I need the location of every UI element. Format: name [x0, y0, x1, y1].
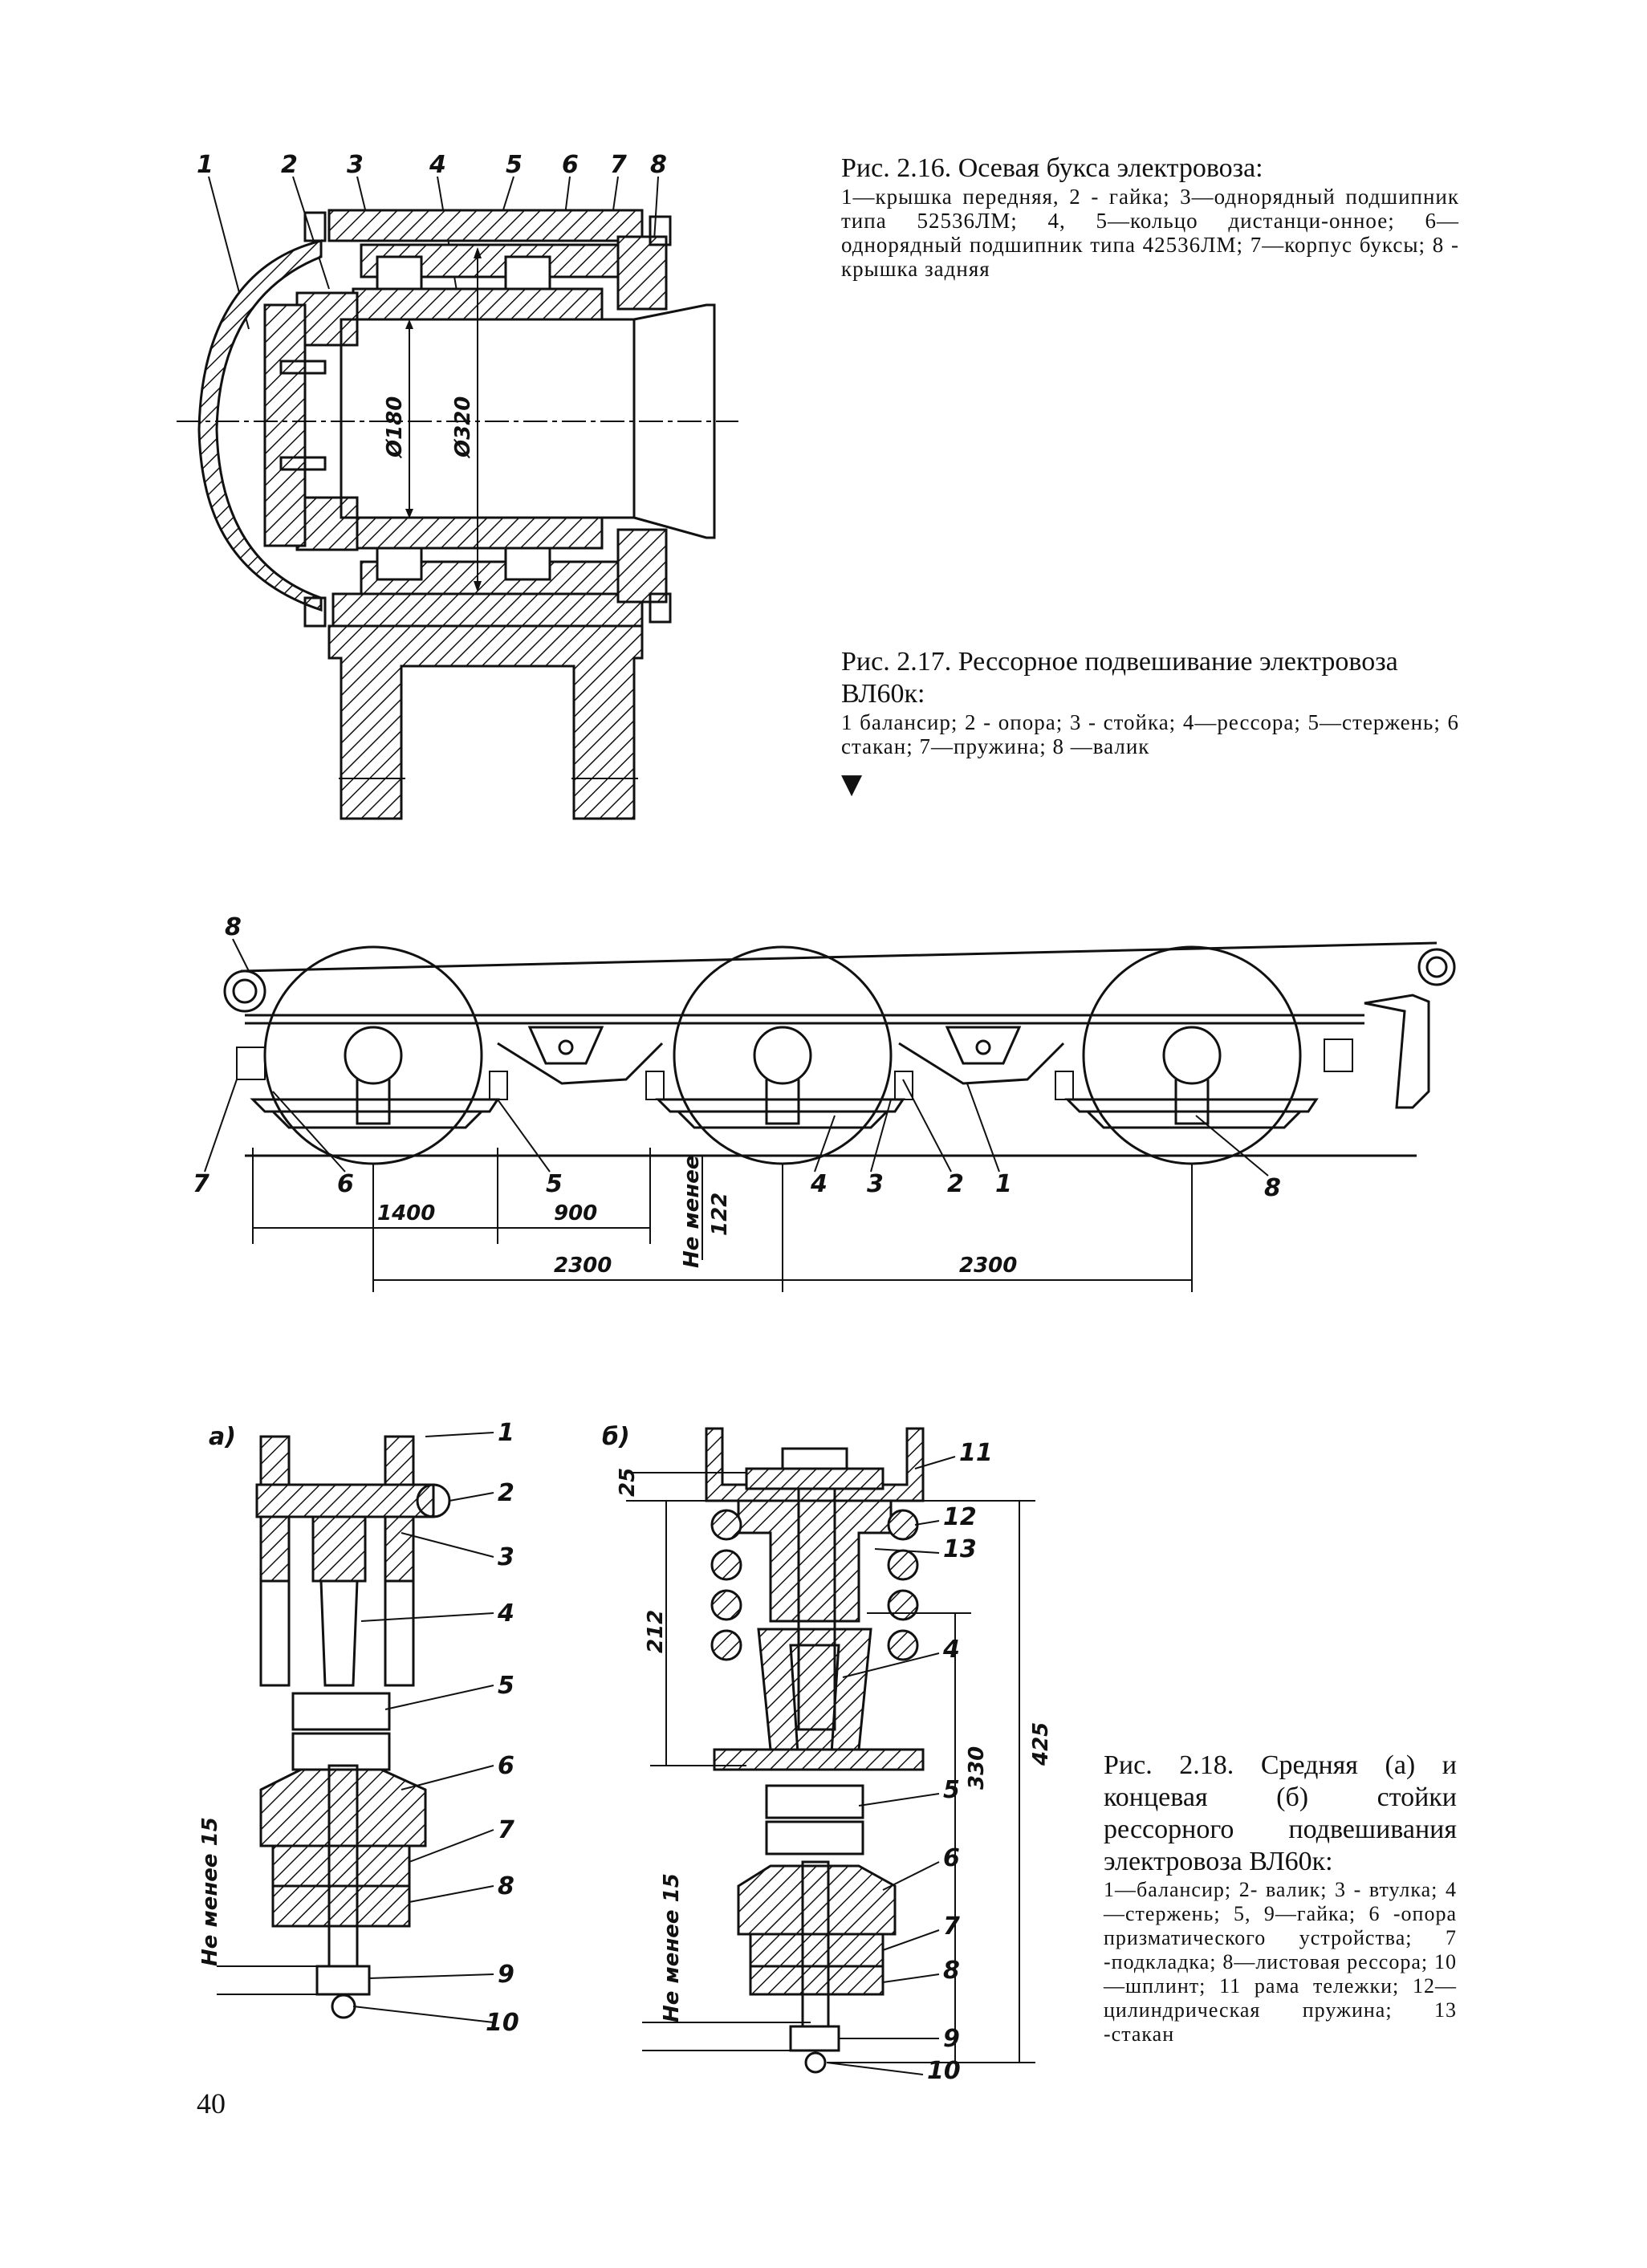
fig216-label-7: 7	[610, 151, 627, 179]
fig218-part-b: б)	[602, 1423, 630, 1451]
fig218b-label-4: 4	[942, 1636, 960, 1664]
fig217-dim-2300-b: 2300	[959, 1254, 1017, 1278]
fig218-part-a: а)	[209, 1423, 236, 1451]
fig218b-label-12: 12	[943, 1503, 977, 1531]
fig216-title: Рис. 2.16. Осевая букса электровоза:	[841, 153, 1263, 183]
fig218b-label-5: 5	[943, 1776, 960, 1804]
fig217-label-4: 4	[810, 1170, 828, 1198]
fig218a-label-6: 6	[498, 1752, 514, 1780]
fig217-dim-122: 122	[708, 1193, 732, 1236]
fig218b-dim-425: 425	[1029, 1722, 1053, 1766]
down-triangle-icon: ▼	[841, 768, 863, 800]
fig216-dim-inner: Ø180	[383, 396, 407, 459]
fig217-label-1: 1	[995, 1170, 1012, 1198]
fig-2-16-drawing: 1 2 3 4 5 6 7 8 Ø180 Ø320	[177, 151, 738, 820]
fig217-dim-900: 900	[554, 1201, 597, 1225]
fig218b-dim-330: 330	[965, 1746, 989, 1790]
fig218a-label-8: 8	[498, 1872, 514, 1900]
fig218b-label-7: 7	[943, 1912, 960, 1941]
fig218a-label-9: 9	[498, 1961, 514, 1989]
fig218-body: 1—балансир; 2- валик; 3 - втулка; 4—стер…	[1104, 1878, 1457, 2046]
fig218b-label-6: 6	[943, 1844, 960, 1872]
fig-2-17-drawing: 8 7 6 5 4 3 2 1 8 1400 900 2300 2300 Не …	[193, 913, 1456, 1292]
fig218a-label-7: 7	[498, 1816, 514, 1844]
fig216-label-2: 2	[281, 151, 298, 179]
fig217-label-2: 2	[947, 1170, 964, 1198]
page-number: 40	[197, 2087, 226, 2120]
fig217-label-5: 5	[546, 1170, 563, 1198]
fig217-dim-2300-a: 2300	[554, 1254, 612, 1278]
fig218a-label-2: 2	[498, 1479, 514, 1507]
fig218a-label-3: 3	[498, 1543, 514, 1571]
fig216-label-8: 8	[650, 151, 667, 179]
fig216-label-6: 6	[562, 151, 579, 179]
fig218a-label-4: 4	[497, 1599, 514, 1628]
fig217-label-8-top: 8	[225, 913, 242, 941]
fig-2-18b-drawing: б) 25 212	[602, 1423, 1053, 2085]
fig218a-label-10: 10	[486, 2009, 519, 2037]
fig216-label-1: 1	[197, 151, 214, 179]
fig216-label-3: 3	[347, 151, 364, 179]
fig218b-dim-25: 25	[616, 1468, 640, 1497]
fig217-label-7: 7	[193, 1170, 209, 1198]
fig218b-label-11: 11	[959, 1439, 993, 1467]
fig218a-label-1: 1	[498, 1419, 514, 1447]
fig216-dim-outer: Ø320	[451, 396, 475, 459]
fig218a-label-5: 5	[498, 1672, 514, 1700]
fig216-body: 1—крышка передняя, 2 - гайка; 3—однорядн…	[841, 185, 1459, 281]
fig218b-label-13: 13	[943, 1535, 977, 1563]
fig217-dim-min-note: Не менее	[680, 1155, 704, 1268]
fig218b-label-8: 8	[943, 1957, 960, 1985]
fig217-label-3: 3	[867, 1170, 884, 1198]
fig218-title: Рис. 2.18. Средняя (а) и концевая (б) ст…	[1104, 1750, 1457, 1876]
fig218b-label-9: 9	[943, 2025, 960, 2053]
fig218b-label-10: 10	[927, 2057, 961, 2085]
fig218b-min-note: Не менее 15	[660, 1873, 684, 2022]
fig217-label-8-right: 8	[1264, 1174, 1281, 1202]
fig218b-dim-212: 212	[644, 1610, 668, 1653]
fig217-dim-1400: 1400	[377, 1201, 435, 1225]
fig217-body: 1 балансир; 2 - опора; 3 - стойка; 4—рес…	[841, 710, 1459, 758]
fig-2-18a-drawing: а) 1 2 3 4 5 6 7 8 9 10 Не менее 15	[198, 1419, 519, 2037]
fig217-label-6: 6	[337, 1170, 354, 1198]
fig216-label-5: 5	[506, 151, 523, 179]
fig217-title: Рис. 2.17. Рессорное подвешивание электр…	[841, 647, 1398, 709]
fig218a-min-note: Не менее 15	[198, 1817, 222, 1966]
fig216-label-4: 4	[429, 151, 446, 179]
